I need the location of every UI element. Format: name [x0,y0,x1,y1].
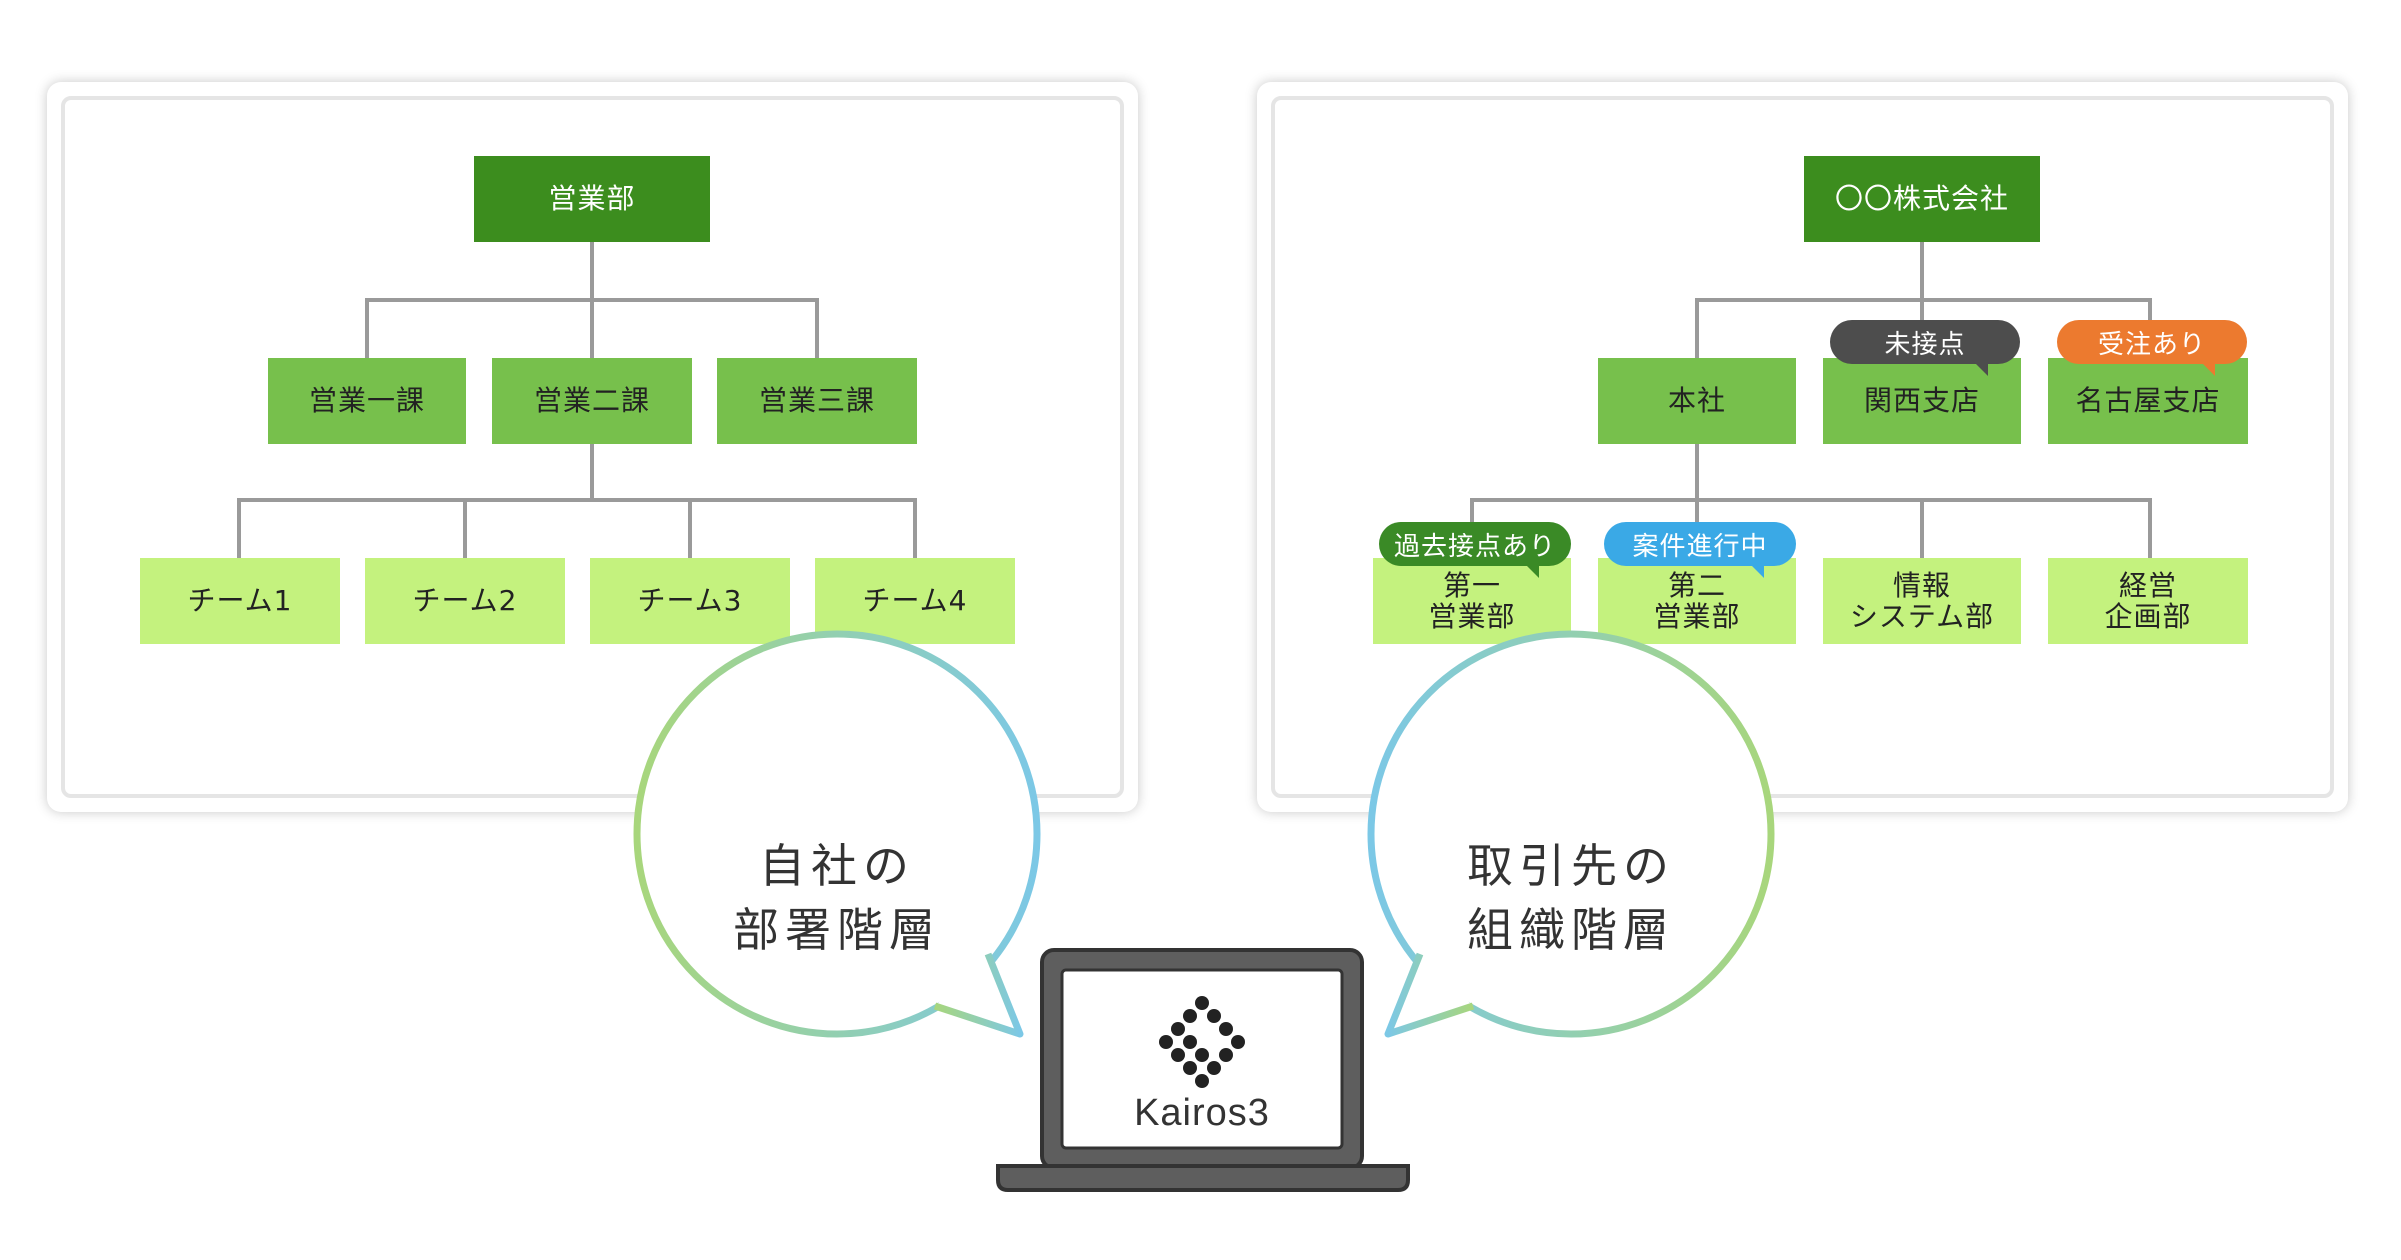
own-team-label: チーム4 [862,584,968,618]
own-org-bubble-label: 自社の 部署階層 [733,839,941,957]
status-badge-past-contact: 過去接点あり [1379,522,1571,578]
client-org-panel-frame [1271,96,2334,798]
client-branch-node: 名古屋支店 [2048,358,2248,444]
own-team-label: チーム1 [187,584,293,618]
client-dept-node: 第二 営業部 [1598,558,1796,644]
client-branch-label: 関西支店 [1863,384,1980,418]
client-org-panel: 〇〇株式会社 本社 関西支店 名古屋支店 第一 営業部 第二 営業部 情報 シス… [1257,82,2348,812]
status-badge-label: 案件進行中 [1632,531,1768,562]
status-badge-order-received: 受注あり [2057,320,2247,376]
client-branch-label: 名古屋支店 [2075,384,2221,418]
own-section-label: 営業二課 [533,384,650,418]
own-team-label: チーム2 [412,584,518,618]
client-dept-label: 情報 システム部 [1849,568,1995,633]
own-root-node: 営業部 [474,156,710,242]
own-section-label: 営業一課 [308,384,425,418]
own-org-panel-frame [61,96,1124,798]
client-branch-node: 関西支店 [1823,358,2021,444]
client-branch-node: 本社 [1598,358,1796,444]
client-branch-label: 本社 [1667,384,1726,418]
kairos-logo-wordmark: Kairos3 [1134,1092,1270,1134]
own-section-node: 営業三課 [717,358,917,444]
own-team-node: チーム4 [815,558,1015,644]
status-badge-no-contact: 未接点 [1830,320,2020,376]
own-team-label: チーム3 [637,584,743,618]
client-dept-label: 第一 営業部 [1428,568,1516,633]
own-org-panel: 営業部 営業一課 営業二課 営業三課 チーム1 チーム2 チーム3 チーム4 [47,82,1138,812]
client-root-node: 〇〇株式会社 [1804,156,2040,242]
client-org-bubble-label: 取引先の 組織階層 [1467,839,1675,957]
own-root-label: 営業部 [548,182,636,216]
laptop-illustration [996,948,1410,1192]
own-team-node: チーム3 [590,558,790,644]
own-org-bubble-text: 自社の 部署階層 [687,770,987,962]
client-dept-label: 経営 企画部 [2104,568,2192,633]
client-dept-node: 第一 営業部 [1373,558,1571,644]
client-dept-node: 情報 システム部 [1823,558,2021,644]
client-dept-node: 経営 企画部 [2048,558,2248,644]
own-section-label: 営業三課 [758,384,875,418]
client-root-label: 〇〇株式会社 [1834,182,2009,216]
status-badge-label: 受注あり [2097,329,2206,360]
client-dept-label: 第二 営業部 [1653,568,1741,633]
status-badge-label: 未接点 [1884,329,1966,360]
status-badge-label: 過去接点あり [1393,531,1556,562]
own-section-node: 営業一課 [268,358,466,444]
own-team-node: チーム2 [365,558,565,644]
kairos-logo-icon [1159,996,1245,1088]
client-org-bubble-text: 取引先の 組織階層 [1421,770,1721,962]
own-team-node: チーム1 [140,558,340,644]
own-section-node: 営業二課 [492,358,692,444]
status-badge-deal-in-progress: 案件進行中 [1604,522,1796,578]
